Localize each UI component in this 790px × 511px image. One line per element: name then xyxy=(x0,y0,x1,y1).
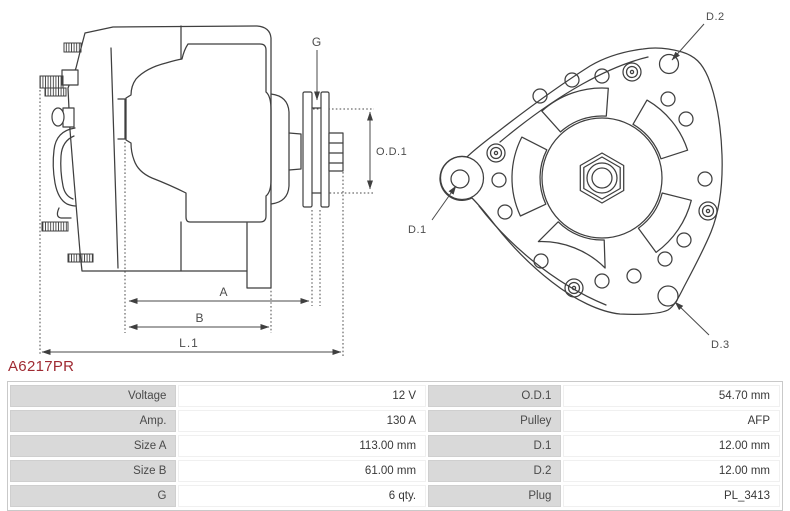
vent-hole xyxy=(660,91,676,107)
spec-value: 113.00 mm xyxy=(178,435,427,457)
dim-label-d3: D.3 xyxy=(711,339,730,351)
spec-value: 130 A xyxy=(178,410,427,432)
technical-diagram: G O.D.1 A B L.1 xyxy=(39,11,730,356)
spec-value: 12 V xyxy=(178,385,427,407)
terminal-knob xyxy=(51,107,65,127)
mounting-hole-d2 xyxy=(658,53,680,75)
housing-outline xyxy=(439,47,723,315)
vent-hole xyxy=(533,253,549,269)
alternator-body-outline xyxy=(67,25,272,289)
pulley-groove-lines xyxy=(311,107,322,194)
rivet xyxy=(622,62,642,82)
vent-slot xyxy=(511,136,548,217)
dim-label-d1: D.1 xyxy=(408,224,427,236)
vent-hole xyxy=(594,68,610,84)
dim-label-g: G xyxy=(312,35,322,49)
pulley-flange xyxy=(302,91,313,208)
vent-hole xyxy=(657,251,673,267)
rivet xyxy=(698,201,718,221)
mounting-hole-d3 xyxy=(657,285,679,307)
spec-label: Pulley xyxy=(428,410,562,432)
threaded-stud xyxy=(44,87,67,97)
vent-slot xyxy=(541,87,609,133)
dim-label-l1: L.1 xyxy=(179,336,199,350)
spec-value: 54.70 mm xyxy=(563,385,780,407)
spec-value: 12.00 mm xyxy=(563,435,780,457)
vent-hole xyxy=(497,204,513,220)
spec-label: G xyxy=(10,485,177,507)
dim-label-d2: D.2 xyxy=(706,11,725,23)
threaded-stud xyxy=(67,253,94,263)
front-bracket-face-line xyxy=(110,47,119,269)
spec-value: 12.00 mm xyxy=(563,460,780,482)
pulley-flange xyxy=(320,91,330,208)
spec-value: PL_3413 xyxy=(563,485,780,507)
shaft-hex-nut xyxy=(579,152,625,204)
vent-hole xyxy=(564,72,580,88)
spec-value: 6 qty. xyxy=(178,485,427,507)
spec-label: Voltage xyxy=(10,385,177,407)
vent-hole xyxy=(676,232,692,248)
spec-label: Plug xyxy=(428,485,562,507)
d2-leader-line xyxy=(671,23,705,61)
spec-label: Amp. xyxy=(10,410,177,432)
spec-label: O.D.1 xyxy=(428,385,562,407)
terminal-cover-outline xyxy=(52,127,77,207)
stator-drum-outline xyxy=(125,43,272,223)
rear-boss-outline xyxy=(270,93,290,205)
threaded-stud xyxy=(39,75,64,89)
mounting-hole-d1 xyxy=(450,169,470,189)
front-view-drawing: D.2 D.1 D.3 xyxy=(408,11,730,351)
threaded-stud xyxy=(41,221,69,232)
shaft-center-circle xyxy=(591,167,613,189)
shaft-nut-threads xyxy=(328,142,344,164)
spec-row: G 6 qty. Plug PL_3413 xyxy=(10,485,780,507)
rotor-face-circle xyxy=(541,117,663,239)
shaft-nut xyxy=(328,132,344,172)
shaft-hub-outline xyxy=(288,132,302,171)
vent-hole xyxy=(491,172,507,188)
spec-value: AFP xyxy=(563,410,780,432)
spec-value: 61.00 mm xyxy=(178,460,427,482)
d1-leader-line xyxy=(431,185,457,221)
spec-label: Size A xyxy=(10,435,177,457)
spec-label: Size B xyxy=(10,460,177,482)
rivet xyxy=(564,278,584,298)
spec-row: Size B 61.00 mm D.2 12.00 mm xyxy=(10,460,780,482)
dim-label-b: B xyxy=(195,311,204,325)
threaded-stud xyxy=(63,42,82,53)
vent-hole xyxy=(594,273,610,289)
front-hub-step xyxy=(117,98,126,140)
vent-slot xyxy=(637,192,692,254)
mounting-ear xyxy=(439,155,485,201)
spec-row: Size A 113.00 mm D.1 12.00 mm xyxy=(10,435,780,457)
spec-row: Voltage 12 V O.D.1 54.70 mm xyxy=(10,385,780,407)
vent-slot xyxy=(537,221,606,269)
rivet xyxy=(486,143,506,163)
part-number: A6217PR xyxy=(8,358,75,375)
vent-hole xyxy=(678,111,694,127)
shaft-hex-nut-inner xyxy=(583,156,621,200)
spec-label: D.2 xyxy=(428,460,562,482)
spec-table: Voltage 12 V O.D.1 54.70 mm Amp. 130 A P… xyxy=(7,381,783,511)
spec-row: Amp. 130 A Pulley AFP xyxy=(10,410,780,432)
d3-leader-line xyxy=(674,301,710,336)
dim-label-a: A xyxy=(219,285,228,299)
vent-hole xyxy=(626,268,642,284)
vent-hole xyxy=(697,171,713,187)
mounting-block xyxy=(61,69,79,86)
terminal-bump xyxy=(56,207,72,219)
vent-slot xyxy=(632,99,689,160)
spec-label: D.1 xyxy=(428,435,562,457)
terminal-post xyxy=(62,107,75,128)
shaft-circle xyxy=(586,162,618,194)
side-view-drawing: G O.D.1 A B L.1 xyxy=(39,25,407,356)
housing-inner-rim xyxy=(478,205,607,306)
dim-label-od1: O.D.1 xyxy=(376,146,407,158)
terminal-cover-inner xyxy=(60,135,75,200)
housing-inner-rim xyxy=(499,56,649,143)
vent-hole xyxy=(532,88,548,104)
